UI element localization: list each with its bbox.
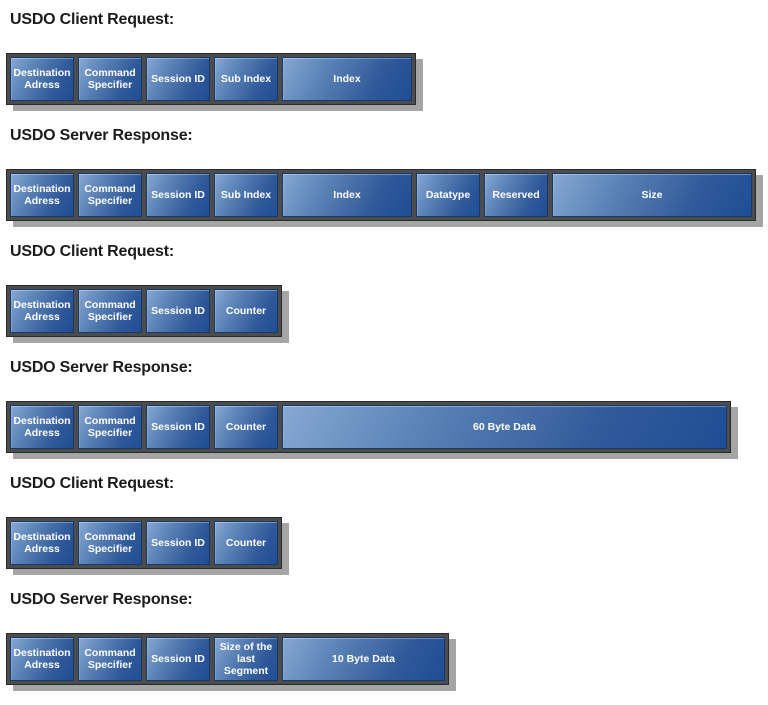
field-box-destination-adress: Destination Adress (10, 637, 74, 681)
section-server-response-3: USDO Server Response: Destination Adress… (0, 590, 768, 685)
field-box-destination-adress: Destination Adress (10, 57, 74, 101)
field-box-size-of-last-segment: Size of the last Segment (214, 637, 278, 681)
field-box-index: Index (282, 57, 412, 101)
field-box-counter: Counter (214, 521, 278, 565)
section-heading: USDO Client Request: (10, 243, 175, 260)
message-frame: Destination Adress Command Specifier Ses… (6, 169, 756, 221)
message-frame: Destination Adress Command Specifier Ses… (6, 285, 282, 337)
section-heading: USDO Client Request: (10, 475, 175, 492)
field-box-10-byte-data: 10 Byte Data (282, 637, 445, 681)
field-box-size: Size (552, 173, 752, 217)
message-frame: Destination Adress Command Specifier Ses… (6, 401, 731, 453)
message-frame: Destination Adress Command Specifier Ses… (6, 53, 416, 105)
field-box-destination-adress: Destination Adress (10, 289, 74, 333)
field-box-counter: Counter (214, 289, 278, 333)
field-box-session-id: Session ID (146, 405, 210, 449)
section-client-request-1: USDO Client Request: Destination Adress … (0, 0, 768, 105)
field-box-60-byte-data: 60 Byte Data (282, 405, 727, 449)
field-box-sub-index: Sub Index (214, 173, 278, 217)
section-server-response-2: USDO Server Response: Destination Adress… (0, 358, 768, 453)
field-box-datatype: Datatype (416, 173, 480, 217)
field-box-command-specifier: Command Specifier (78, 57, 142, 101)
field-box-command-specifier: Command Specifier (78, 637, 142, 681)
section-client-request-2: USDO Client Request: Destination Adress … (0, 242, 768, 337)
field-box-session-id: Session ID (146, 57, 210, 101)
field-box-command-specifier: Command Specifier (78, 521, 142, 565)
field-box-command-specifier: Command Specifier (78, 173, 142, 217)
section-client-request-3: USDO Client Request: Destination Adress … (0, 474, 768, 569)
field-box-session-id: Session ID (146, 637, 210, 681)
field-box-destination-adress: Destination Adress (10, 405, 74, 449)
section-server-response-1: USDO Server Response: Destination Adress… (0, 126, 768, 221)
field-box-sub-index: Sub Index (214, 57, 278, 101)
field-box-destination-adress: Destination Adress (10, 521, 74, 565)
field-box-index: Index (282, 173, 412, 217)
field-box-command-specifier: Command Specifier (78, 289, 142, 333)
field-box-destination-adress: Destination Adress (10, 173, 74, 217)
field-box-counter: Counter (214, 405, 278, 449)
message-frame: Destination Adress Command Specifier Ses… (6, 633, 449, 685)
field-box-command-specifier: Command Specifier (78, 405, 142, 449)
field-box-session-id: Session ID (146, 289, 210, 333)
field-box-reserved: Reserved (484, 173, 548, 217)
section-heading: USDO Server Response: (10, 591, 193, 608)
message-frame: Destination Adress Command Specifier Ses… (6, 517, 282, 569)
section-heading: USDO Client Request: (10, 11, 175, 28)
section-heading: USDO Server Response: (10, 359, 193, 376)
field-box-session-id: Session ID (146, 173, 210, 217)
field-box-session-id: Session ID (146, 521, 210, 565)
section-heading: USDO Server Response: (10, 127, 193, 144)
